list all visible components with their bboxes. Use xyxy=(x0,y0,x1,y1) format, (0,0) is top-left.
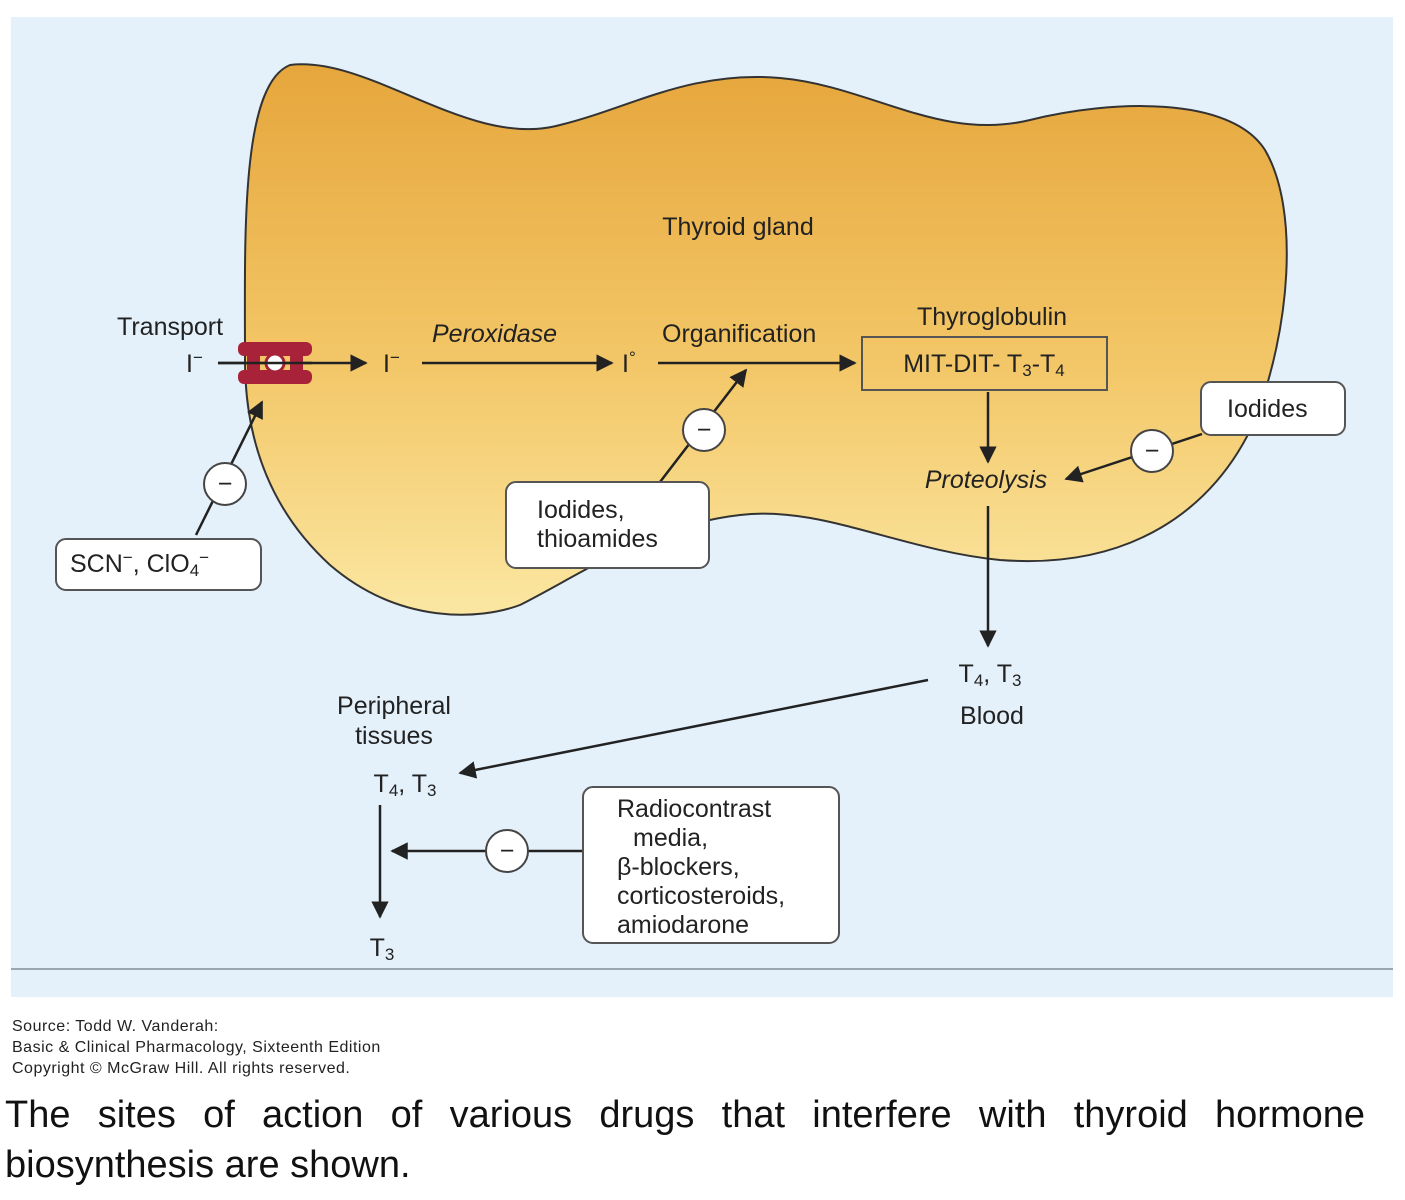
thyroglobulin-label: Thyroglobulin xyxy=(916,303,1068,331)
conversion-inhibitor-line2: media, xyxy=(633,824,709,852)
peripheral-hormones: T4, T3 xyxy=(373,770,437,800)
thyroid-gland-shape xyxy=(243,63,1288,616)
blood-label: Blood xyxy=(960,702,1024,730)
peroxidase-label: Peroxidase xyxy=(432,320,558,348)
thyroglobulin-contents: MIT-DIT- T3-T4 xyxy=(903,350,1065,380)
inhibit-sign-proteolysis: − xyxy=(1144,437,1160,465)
inhibit-sign-transport: − xyxy=(217,470,233,498)
conversion-inhibitor-line4: corticosteroids, xyxy=(617,882,786,910)
peripheral-label-line1: Peripheral xyxy=(337,692,451,720)
blood-hormones: T4, T3 xyxy=(958,660,1022,690)
arrow-blood-to-peripheral xyxy=(458,678,929,779)
source-line3: Copyright © McGraw Hill. All rights rese… xyxy=(12,1060,351,1077)
organification-inhibitor-line2: thioamides xyxy=(537,525,658,553)
inhibit-sign-organification: − xyxy=(696,416,712,444)
conversion-inhibitor-line1: Radiocontrast xyxy=(617,795,772,823)
figure-caption: The sites of action of various drugs tha… xyxy=(5,1094,1365,1186)
inhibit-circle-proteolysis xyxy=(1130,429,1174,473)
iodide-transporter-icon xyxy=(218,342,312,384)
transport-label: Transport xyxy=(117,313,224,341)
iodine-atom: I° xyxy=(622,348,636,378)
inhibit-circle-conversion xyxy=(485,829,529,873)
source-line1: Source: Todd W. Vanderah: xyxy=(12,1018,219,1035)
iodide-inside: I− xyxy=(383,348,400,378)
conversion-inhibitor-line3: β-blockers, xyxy=(617,853,740,881)
gland-label: Thyroid gland xyxy=(662,213,814,241)
proteolysis-inhibitor-box: Iodides xyxy=(1200,381,1346,436)
final-hormone: T3 xyxy=(369,934,395,964)
iodide-outside: I− xyxy=(186,348,203,378)
inhibit-circle-transport xyxy=(203,462,247,506)
conversion-inhibitor-box: Radiocontrast media, β-blockers, cortico… xyxy=(582,786,840,944)
thyroglobulin-box-outline xyxy=(861,336,1108,391)
organification-inhibitor-box: Iodides, thioamides xyxy=(505,481,710,569)
organification-label: Organification xyxy=(662,320,817,348)
inhibit-circle-organification xyxy=(682,408,726,452)
transport-inhibitor-box: SCN−, ClO4− xyxy=(55,538,262,591)
proteolysis-label: Proteolysis xyxy=(924,466,1048,494)
conversion-inhibitor-line5: amiodarone xyxy=(617,911,750,939)
peripheral-label-line2: tissues xyxy=(355,722,433,750)
inhibit-sign-conversion: − xyxy=(499,837,515,865)
organification-inhibitor-line1: Iodides, xyxy=(537,496,625,524)
source-line2: Basic & Clinical Pharmacology, Sixteenth… xyxy=(12,1039,381,1056)
